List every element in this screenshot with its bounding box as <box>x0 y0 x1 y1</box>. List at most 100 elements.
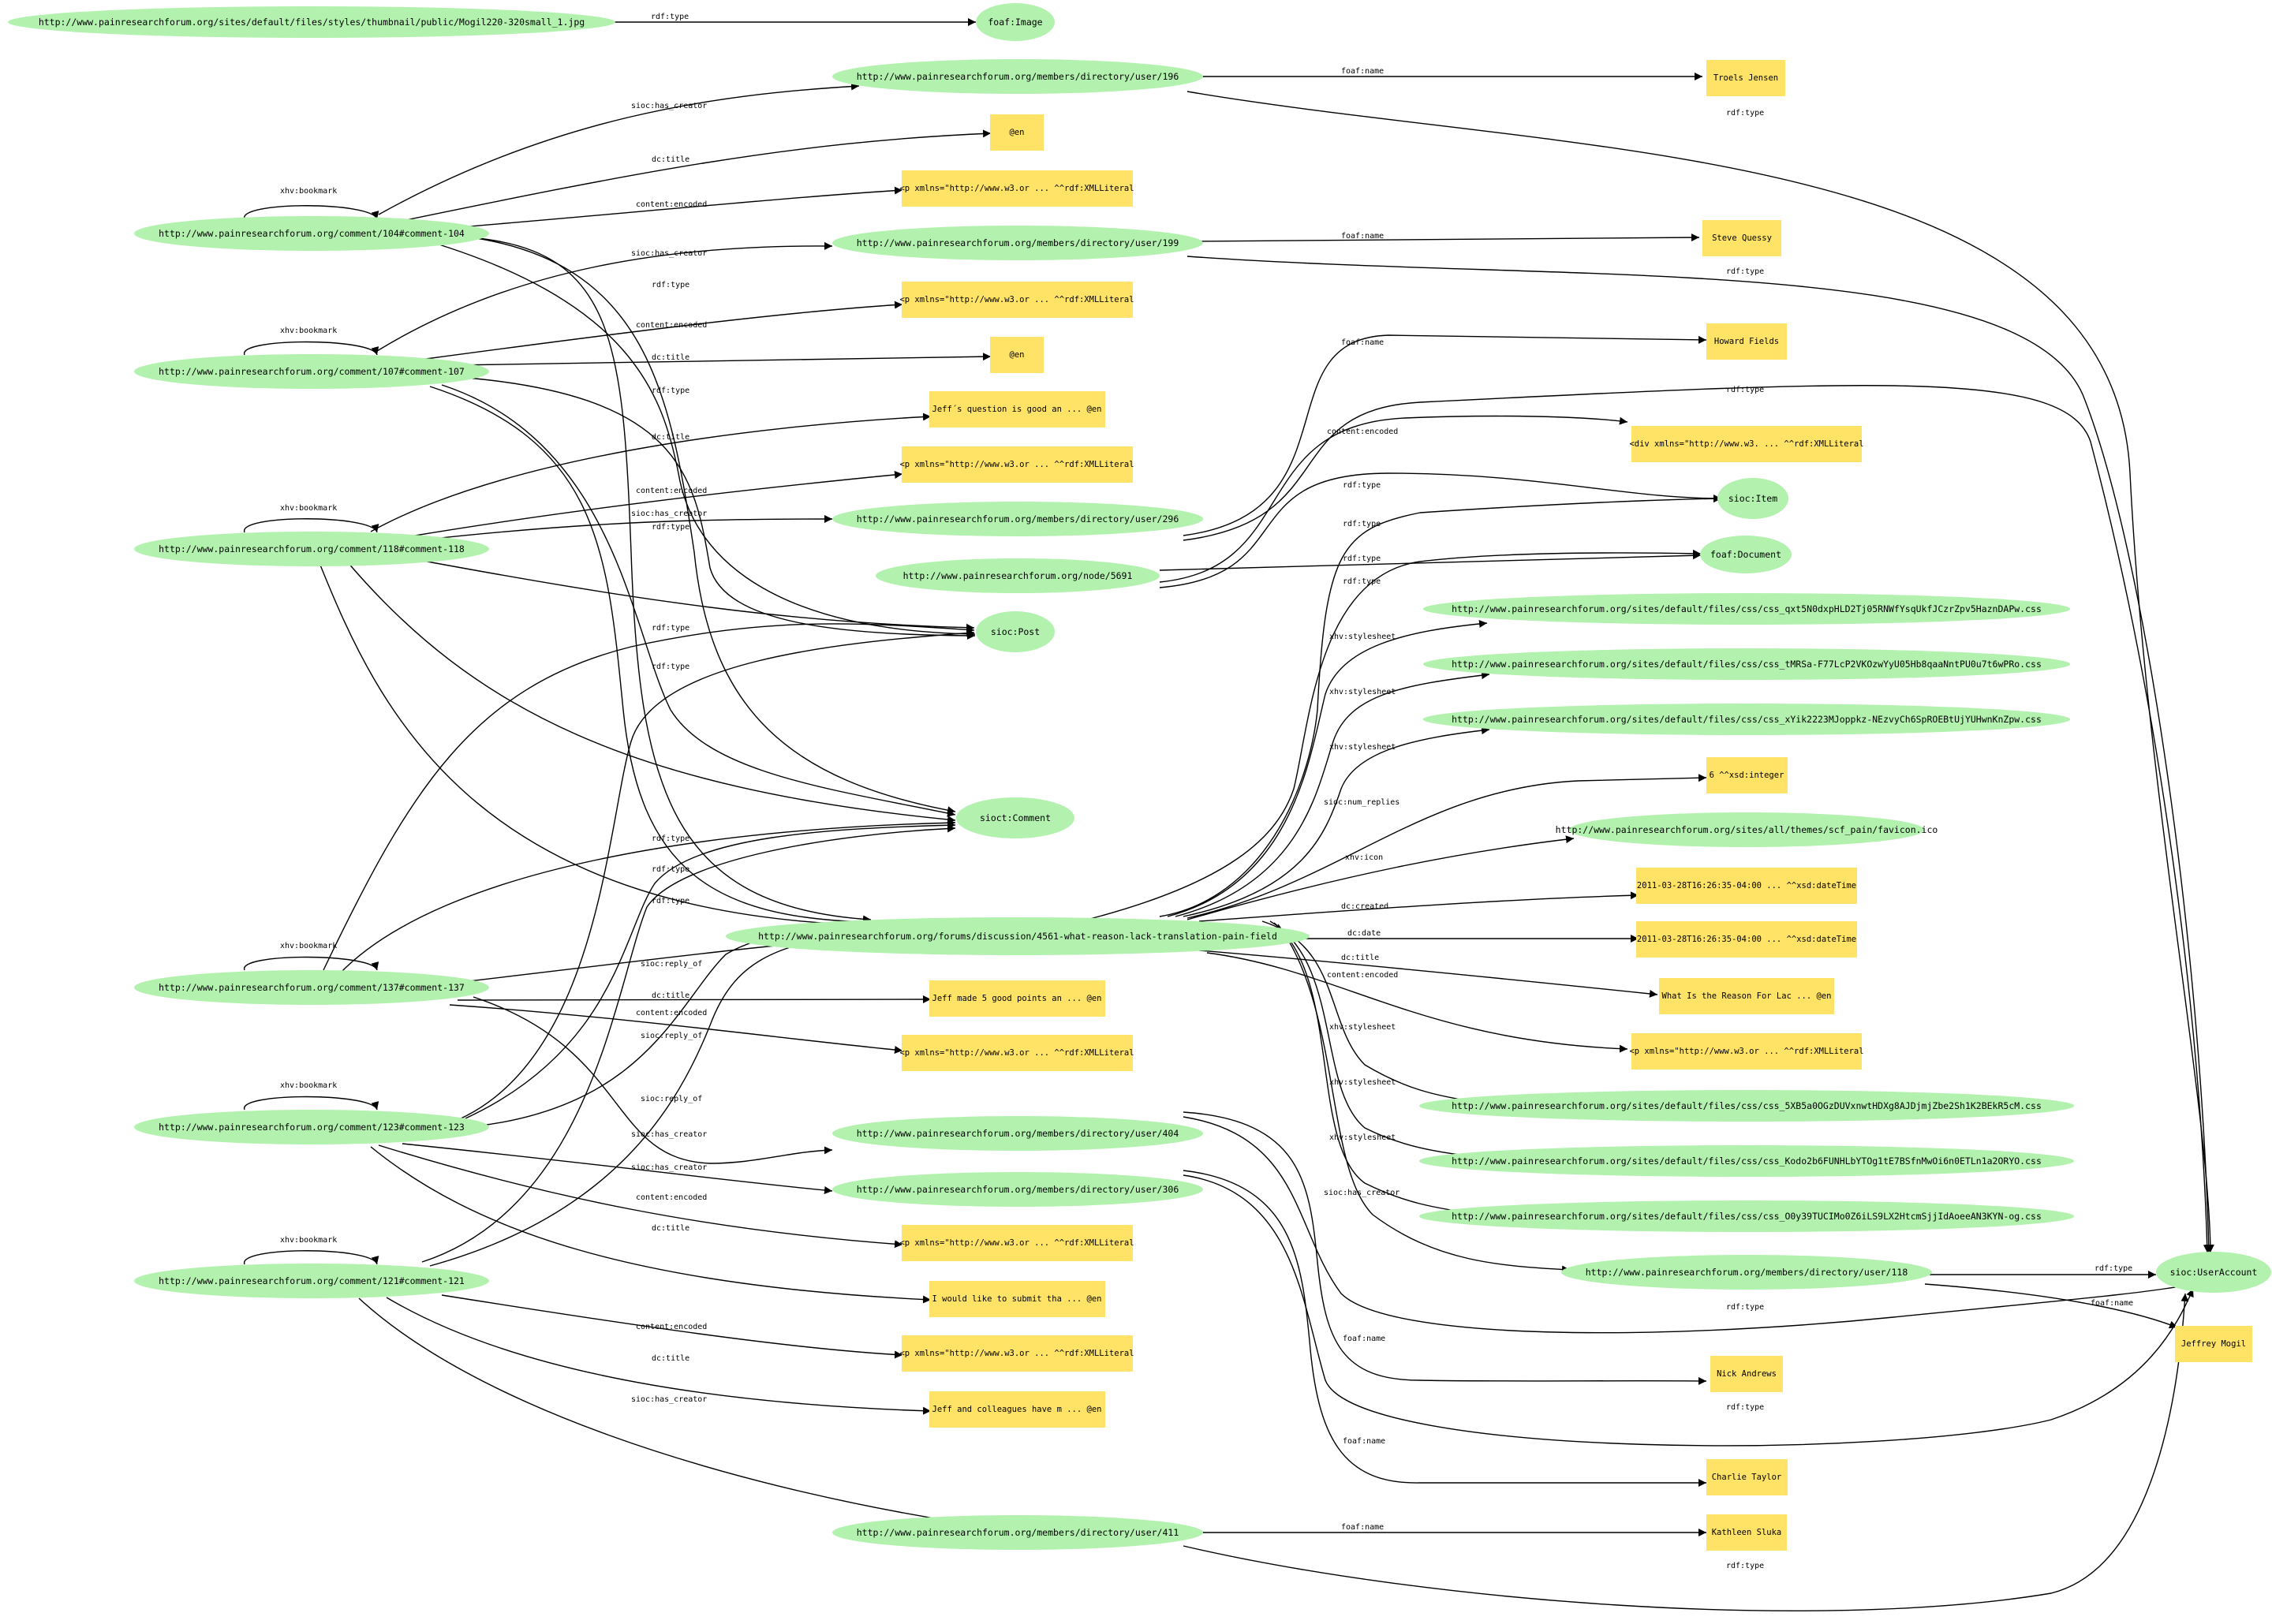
node-favicon[interactable]: http://www.painresearchforum.org/sites/a… <box>1556 812 1938 847</box>
edge-disc-icon: xhv:icon <box>1186 835 1575 920</box>
node-sioc-post[interactable]: sioc:Post <box>976 611 1055 652</box>
edge-disc-css2: xhv:stylesheet <box>1175 671 1490 917</box>
edge-c137-bookmark: xhv:bookmark <box>244 942 379 971</box>
edge-label: rdf:type <box>652 281 689 289</box>
node-comment-137[interactable]: http://www.painresearchforum.org/comment… <box>134 970 489 1005</box>
edge-disc-css4: xhv:stylesheet <box>1261 920 1482 1106</box>
edge-node-type-doc: rdf:type <box>1159 551 1702 571</box>
node-shape <box>1423 648 2070 680</box>
edge-label: rdf:type <box>1726 267 1764 276</box>
edge-label: rdf:type <box>651 13 689 21</box>
node-comment-107[interactable]: http://www.painresearchforum.org/comment… <box>134 354 489 389</box>
node-label: <p xmlns="http://www.w3.or ... ^^rdf:XML… <box>899 1349 1134 1358</box>
literal-jeff-question: Jeff´s question is good an ... @en <box>929 391 1105 427</box>
edge-c107-creator: sioc:has_creator <box>376 241 833 352</box>
node-label: http://www.painresearchforum.org/sites/d… <box>1452 1211 2042 1222</box>
edge-label: rdf:type <box>1726 386 1764 394</box>
edge-line <box>1206 952 1628 1053</box>
node-label: http://www.painresearchforum.org/comment… <box>159 982 465 993</box>
edge-c118-type-comment <box>346 561 956 824</box>
edge-line <box>323 623 975 971</box>
node-label: http://www.painresearchforum.org/sites/d… <box>1452 1100 2042 1111</box>
edge-line <box>409 558 975 632</box>
edge-c121-bookmark: xhv:bookmark <box>244 1236 379 1265</box>
node-user-196[interactable]: http://www.painresearchforum.org/members… <box>832 59 1203 94</box>
node-css-2[interactable]: http://www.painresearchforum.org/sites/d… <box>1423 648 2070 680</box>
node-sioc-item[interactable]: sioc:Item <box>1717 478 1788 519</box>
edge-c118-type-post: rdf:type <box>409 523 975 632</box>
edge-line <box>402 1143 833 1195</box>
node-user-296[interactable]: http://www.painresearchforum.org/members… <box>832 502 1203 536</box>
edge-user411-name: foaf:name <box>1201 1523 1706 1536</box>
edge-user118-type: rdf:type <box>1930 1264 2156 1279</box>
node-shape <box>726 917 1310 955</box>
edge-line <box>1277 924 1571 1274</box>
node-css-1[interactable]: http://www.painresearchforum.org/sites/d… <box>1423 593 2070 625</box>
edge-line <box>1186 774 1707 919</box>
edge-label: xhv:stylesheet <box>1329 633 1396 641</box>
literal-num-replies: 6 ^^xsd:integer <box>1706 757 1788 793</box>
literal-xml-6: <p xmlns="http://www.w3.or ... ^^rdf:XML… <box>899 1225 1134 1261</box>
edge-label: rdf:type <box>652 624 689 633</box>
node-user-118[interactable]: http://www.painresearchforum.org/members… <box>1561 1255 1932 1290</box>
edge-label: foaf:name <box>1343 1335 1385 1343</box>
edge-disc-type-item: rdf:type <box>1159 495 1722 917</box>
node-shape <box>902 1035 1133 1071</box>
edge-label: sioc:reply_of <box>641 1032 702 1040</box>
node-css-5[interactable]: http://www.painresearchforum.org/sites/d… <box>1419 1145 2074 1177</box>
node-5691[interactable]: http://www.painresearchforum.org/node/56… <box>876 558 1160 593</box>
edge-c104-type-post: rdf:type <box>417 237 976 638</box>
edge-label: sioc:num_replies <box>1324 798 1399 807</box>
node-shape <box>1561 1255 1932 1290</box>
node-css-6[interactable]: http://www.painresearchforum.org/sites/d… <box>1419 1200 2074 1232</box>
node-shape <box>1706 1459 1788 1495</box>
node-shape <box>832 59 1203 94</box>
edge-line <box>441 1294 903 1359</box>
literal-dc-date: 2011-03-28T16:26:35-04:00 ... ^^xsd:date… <box>1636 921 1857 958</box>
edge-line <box>465 236 956 815</box>
edge-label: content:encoded <box>636 200 707 209</box>
edge-label: rdf:type <box>1343 481 1381 490</box>
node-shape <box>1423 593 2070 625</box>
edge-label: rdf:type <box>652 663 689 671</box>
node-thumbnail-image[interactable]: http://www.painresearchforum.org/sites/d… <box>8 6 615 38</box>
node-comment-121[interactable]: http://www.painresearchforum.org/comment… <box>134 1264 489 1298</box>
literal-xml-4: <p xmlns="http://www.w3.or ... ^^rdf:XML… <box>899 1035 1134 1071</box>
node-css-3[interactable]: http://www.painresearchforum.org/sites/d… <box>1423 704 2070 735</box>
node-comment-123[interactable]: http://www.painresearchforum.org/comment… <box>134 1110 489 1144</box>
edge-line <box>1183 1111 1707 1385</box>
edge-line <box>1186 256 2213 1253</box>
edge-line <box>1167 619 1488 917</box>
node-user-199[interactable]: http://www.painresearchforum.org/members… <box>832 226 1203 260</box>
node-sioct-comment[interactable]: sioct:Comment <box>956 797 1074 838</box>
node-sioc-useraccount[interactable]: sioc:UserAccount <box>2156 1252 2271 1293</box>
node-label: <p xmlns="http://www.w3.or ... ^^rdf:XML… <box>1629 1047 1863 1056</box>
node-label: <p xmlns="http://www.w3.or ... ^^rdf:XML… <box>899 460 1134 469</box>
node-discussion-4561[interactable]: http://www.painresearchforum.org/forums/… <box>726 917 1310 955</box>
edge-label: dc:title <box>652 155 689 164</box>
edge-label: foaf:name <box>1341 1523 1384 1532</box>
node-user-306[interactable]: http://www.painresearchforum.org/members… <box>832 1172 1203 1207</box>
node-user-404[interactable]: http://www.painresearchforum.org/members… <box>832 1116 1203 1151</box>
node-foaf-image[interactable]: foaf:Image <box>976 3 1055 41</box>
node-shape <box>832 502 1203 536</box>
literal-jeff-5-points: Jeff made 5 good points an ... @en <box>929 980 1105 1017</box>
node-label: 2011-03-28T16:26:35-04:00 ... ^^xsd:date… <box>1637 881 1856 890</box>
node-label: Charlie Taylor <box>1712 1473 1782 1482</box>
edge-disc-replies: sioc:num_replies <box>1186 774 1707 919</box>
node-comment-104[interactable]: http://www.painresearchforum.org/comment… <box>134 216 489 251</box>
node-comment-118[interactable]: http://www.painresearchforum.org/comment… <box>134 532 489 566</box>
edge-label: rdf:type <box>652 865 689 874</box>
edge-label: dc:created <box>1341 902 1388 911</box>
edge-c137-creator: sioc:has_creator <box>473 996 833 1164</box>
edge-c107-bookmark: xhv:bookmark <box>244 327 379 356</box>
node-css-4[interactable]: http://www.painresearchforum.org/sites/d… <box>1419 1090 2074 1122</box>
edge-c123-title: dc:title <box>370 1146 932 1304</box>
node-user-411[interactable]: http://www.painresearchforum.org/members… <box>832 1515 1203 1550</box>
node-foaf-document[interactable]: foaf:Document <box>1700 536 1792 573</box>
node-shape <box>832 1515 1203 1550</box>
node-label: http://www.painresearchforum.org/sites/d… <box>1452 659 2042 670</box>
edge-line <box>449 1004 903 1055</box>
node-shape <box>1631 1033 1862 1070</box>
